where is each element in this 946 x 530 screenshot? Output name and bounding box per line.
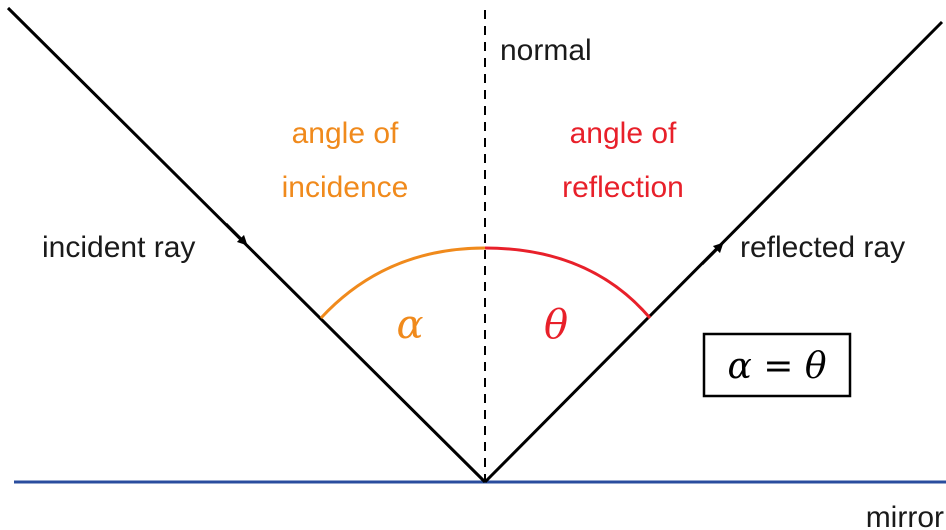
equation-box (702, 332, 852, 398)
reflected-ray-arrow (700, 242, 724, 266)
incident-ray-label: incident ray (42, 231, 195, 264)
reflected-ray-label: reflected ray (740, 231, 905, 264)
incident-ray-arrow (224, 222, 248, 246)
normal-label: normal (500, 34, 592, 67)
theta-symbol: θ (544, 302, 568, 348)
mirror-label: mirror (866, 501, 944, 530)
reflection-label-line2: reflection (562, 171, 684, 204)
reflection-angle-arc (484, 246, 652, 319)
alpha-symbol: α (396, 302, 423, 348)
incidence-angle-arc (319, 246, 486, 320)
incidence-label-line1: angle of (292, 117, 399, 150)
equation-text: α = θ (727, 346, 826, 387)
incidence-label-line2: incidence (282, 171, 409, 204)
reflection-label-line1: angle of (570, 117, 677, 150)
